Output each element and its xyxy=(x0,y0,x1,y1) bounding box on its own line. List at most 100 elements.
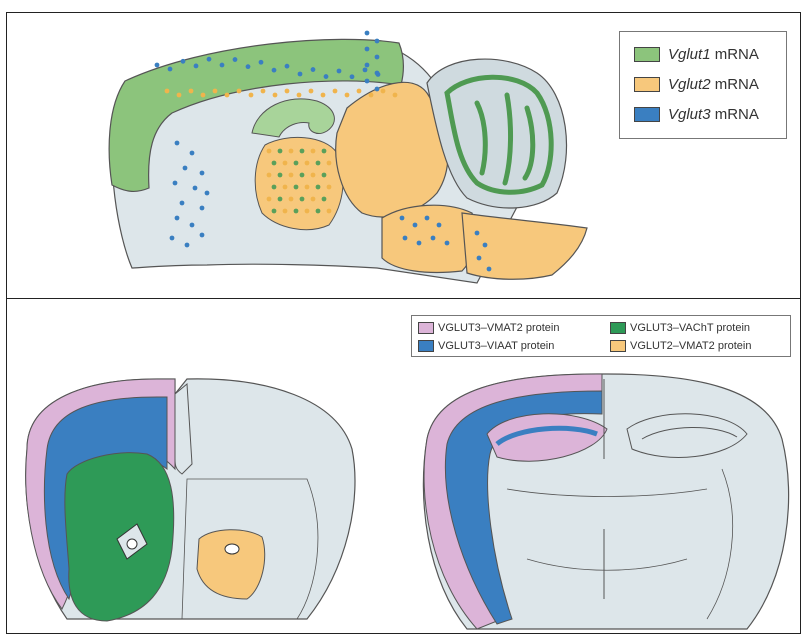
vglut3-dot xyxy=(477,256,482,261)
vglut3-dot xyxy=(233,57,238,62)
legend-swatch xyxy=(418,322,434,334)
vglut2-dot xyxy=(213,89,218,94)
vglut3-dot xyxy=(190,223,195,228)
vglut1-dot xyxy=(294,185,299,190)
vglut3-dot xyxy=(175,216,180,221)
vglut3-dot xyxy=(375,87,380,92)
legend-gene: Vglut3 xyxy=(668,106,711,123)
vglut2-dot xyxy=(345,93,350,98)
sagittal-panel: Vglut1 mRNA Vglut2 mRNA Vglut3 mRNA xyxy=(6,12,801,299)
vglut2-dot xyxy=(289,149,294,154)
vglut3-dot xyxy=(403,236,408,241)
pons-region xyxy=(382,205,475,272)
legend-label: VGLUT3–VIAAT protein xyxy=(438,340,554,352)
vglut2-dot xyxy=(305,209,310,214)
legend-gene: Vglut1 xyxy=(668,46,711,63)
legend-gene: Vglut2 xyxy=(668,76,711,93)
legend-label: VGLUT3–VMAT2 protein xyxy=(438,322,559,334)
vglut2-dot xyxy=(305,185,310,190)
vglut2-dot xyxy=(249,93,254,98)
vglut3-dot xyxy=(437,223,442,228)
vglut3-dot xyxy=(193,186,198,191)
vglut1-dot xyxy=(322,197,327,202)
vglut2-dot xyxy=(393,93,398,98)
vglut3-dot xyxy=(365,31,370,36)
vglut2-dot xyxy=(283,209,288,214)
vglut2-dot xyxy=(357,89,362,94)
vglut1-dot xyxy=(278,173,283,178)
vglut3-dot xyxy=(487,267,492,272)
vglut2-dot xyxy=(321,93,326,98)
vglut3-dot xyxy=(155,63,160,68)
vglut3-dot xyxy=(173,181,178,186)
vglut3-dot xyxy=(337,69,342,74)
vglut3-dot xyxy=(311,67,316,72)
striatum-inner-spot xyxy=(127,539,137,549)
legend-suffix: mRNA xyxy=(711,106,759,123)
vglut3-dot xyxy=(200,233,205,238)
vglut3-dot xyxy=(298,72,303,77)
vglut3-dot xyxy=(350,74,355,79)
vglut1-dot xyxy=(316,161,321,166)
vglut2-dot xyxy=(327,209,332,214)
vglut2-dot xyxy=(267,197,272,202)
vglut2-dot xyxy=(309,89,314,94)
vglut3-dot xyxy=(413,223,418,228)
vglut3-dot xyxy=(185,243,190,248)
vglut2-dot xyxy=(305,161,310,166)
vglut3-dot xyxy=(175,141,180,146)
vglut3-dot xyxy=(183,166,188,171)
vglut3-dot xyxy=(375,39,380,44)
vglut3-dot xyxy=(246,64,251,69)
vglut1-dot xyxy=(272,185,277,190)
vglut3-dot xyxy=(324,74,329,79)
vglut1-dot xyxy=(316,209,321,214)
vglut2-dot xyxy=(189,89,194,94)
vglut3-dot xyxy=(200,206,205,211)
vglut1-dot xyxy=(272,209,277,214)
legend-item-vglut3-vacht: VGLUT3–VAChT protein xyxy=(610,322,750,334)
vglut2-dot xyxy=(237,89,242,94)
vglut3-dot xyxy=(168,67,173,72)
legend-item-vglut3: Vglut3 mRNA xyxy=(634,106,759,123)
vglut3-dot xyxy=(400,216,405,221)
legend-swatch xyxy=(610,322,626,334)
mrna-legend: Vglut1 mRNA Vglut2 mRNA Vglut3 mRNA xyxy=(619,31,787,139)
vglut3-dot xyxy=(181,59,186,64)
legend-suffix: mRNA xyxy=(711,46,759,63)
vglut3-dot xyxy=(205,191,210,196)
legend-item-vglut3-vmat2: VGLUT3–VMAT2 protein xyxy=(418,322,559,334)
vglut2-dot xyxy=(381,89,386,94)
vglut1-dot xyxy=(294,161,299,166)
vglut2-dot xyxy=(297,93,302,98)
vglut3-dot xyxy=(194,64,199,69)
vglut2-dot xyxy=(225,93,230,98)
vglut3-dot xyxy=(272,68,277,73)
legend-swatch xyxy=(634,47,660,62)
vglut1-dot xyxy=(316,185,321,190)
vglut3-dot xyxy=(483,243,488,248)
vglut2-dot xyxy=(289,197,294,202)
vglut2-dot xyxy=(327,161,332,166)
legend-swatch xyxy=(610,340,626,352)
vglut3-dot xyxy=(207,57,212,62)
coronal-panel: VGLUT3–VMAT2 protein VGLUT3–VAChT protei… xyxy=(6,298,801,634)
vglut3-dot xyxy=(375,71,380,76)
vglut1-dot xyxy=(300,173,305,178)
vglut3-dot xyxy=(475,231,480,236)
vglut2-dot xyxy=(327,185,332,190)
vglut2-dot xyxy=(267,149,272,154)
vglut3-dot xyxy=(200,171,205,176)
coronal-section-posterior xyxy=(423,374,788,629)
legend-label: VGLUT3–VAChT protein xyxy=(630,322,750,334)
vglut2-dot xyxy=(283,185,288,190)
vglut3-dot xyxy=(417,241,422,246)
vglut2-dot xyxy=(261,89,266,94)
vglut2-dot xyxy=(267,173,272,178)
vglut2-dot xyxy=(177,93,182,98)
legend-item-vglut1: Vglut1 mRNA xyxy=(634,46,759,63)
legend-item-vglut2-vmat2: VGLUT2–VMAT2 protein xyxy=(610,340,751,352)
vglut3-dot xyxy=(285,64,290,69)
vglut1-dot xyxy=(272,161,277,166)
legend-item-vglut2: Vglut2 mRNA xyxy=(634,76,759,93)
